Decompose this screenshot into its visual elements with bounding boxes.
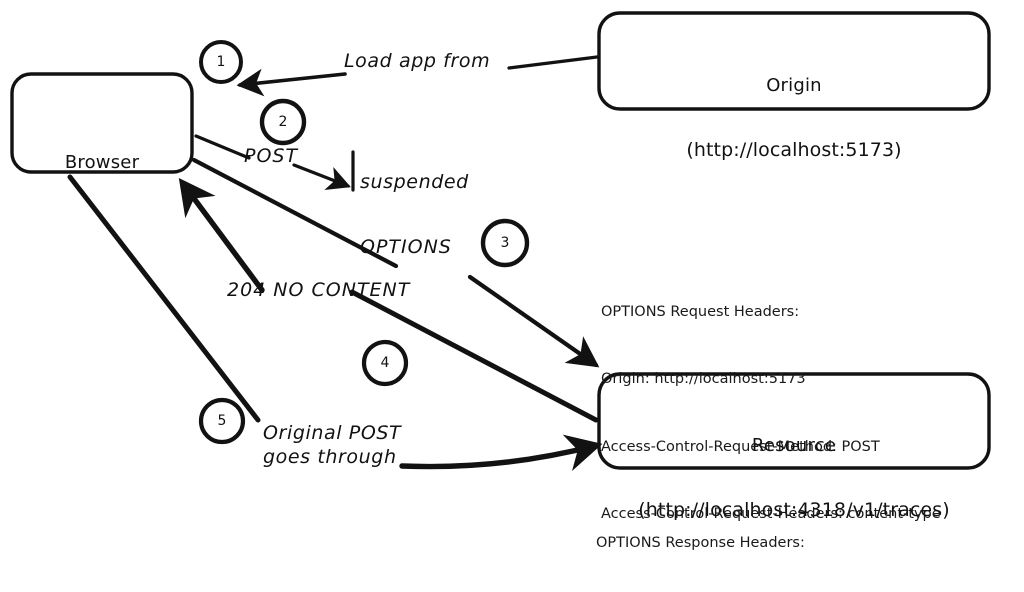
step-badge-2-number: 2	[278, 114, 288, 130]
step-badge-1[interactable]: 1	[201, 42, 241, 82]
edge-post-stub	[194, 134, 251, 160]
step-badge-2-circle[interactable]	[259, 98, 307, 146]
step-badge-1-circle[interactable]	[199, 40, 243, 84]
node-browser-shape[interactable]	[10, 72, 194, 174]
step-badge-4-number: 4	[380, 355, 390, 371]
step-badge-4-circle[interactable]	[361, 339, 409, 387]
step-badge-4[interactable]: 4	[364, 342, 406, 384]
step-badge-1-number: 1	[216, 54, 226, 70]
step-badge-3-circle[interactable]	[480, 218, 530, 268]
edge-suspended	[292, 150, 355, 192]
edge-options	[191, 157, 600, 368]
step-badge-5-number: 5	[217, 413, 227, 429]
step-badge-5[interactable]: 5	[201, 400, 243, 442]
step-badge-2[interactable]: 2	[262, 101, 304, 143]
step-badge-3-number: 3	[500, 235, 510, 251]
edge-original-post	[67, 174, 603, 472]
node-resource-shape[interactable]	[597, 372, 991, 470]
step-badge-3[interactable]: 3	[483, 221, 527, 265]
edge-load-app-from	[236, 55, 599, 97]
edge-204-no-content	[178, 178, 599, 423]
step-badge-5-circle[interactable]	[198, 397, 246, 445]
node-origin-shape[interactable]	[597, 11, 991, 111]
